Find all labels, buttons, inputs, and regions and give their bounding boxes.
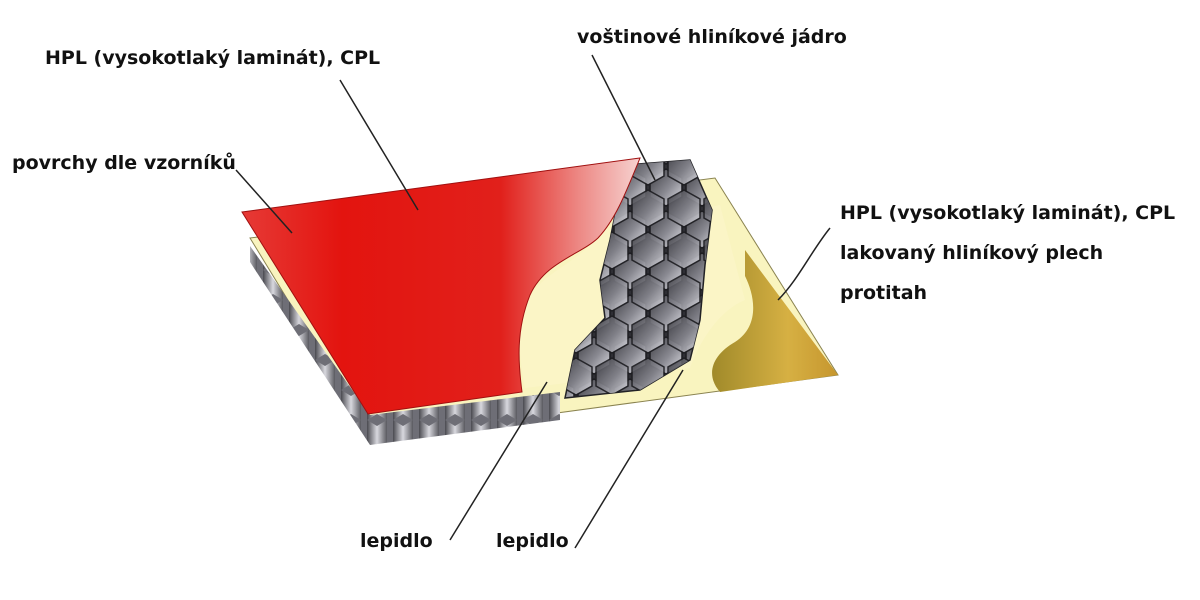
honeycomb-edge-left [250, 246, 370, 445]
leader-core [591, 54, 656, 181]
honeycomb-edge-front [370, 392, 560, 445]
leader-glue-right [574, 369, 684, 549]
label-bottom-sheet: lakovaný hliníkový plech [840, 242, 1104, 264]
label-surfaces: povrchy dle vzorníků [12, 152, 236, 174]
label-glue-right: lepidlo [496, 530, 569, 552]
label-core: voštinové hliníkové jádro [577, 26, 847, 48]
bottom-laminate-layer [712, 250, 838, 392]
label-bottom-laminate: HPL (vysokotlaký laminát), CPL [840, 202, 1176, 224]
leader-top-laminate [339, 79, 419, 211]
label-glue-left: lepidlo [360, 530, 433, 552]
top-laminate-layer [241, 157, 641, 415]
leader-glue-left [449, 381, 548, 541]
label-top-laminate: HPL (vysokotlaký laminát), CPL [45, 47, 381, 69]
label-counter-pull: protitah [840, 282, 928, 304]
leader-bottom-laminate [777, 227, 831, 301]
leader-surfaces [235, 169, 293, 234]
